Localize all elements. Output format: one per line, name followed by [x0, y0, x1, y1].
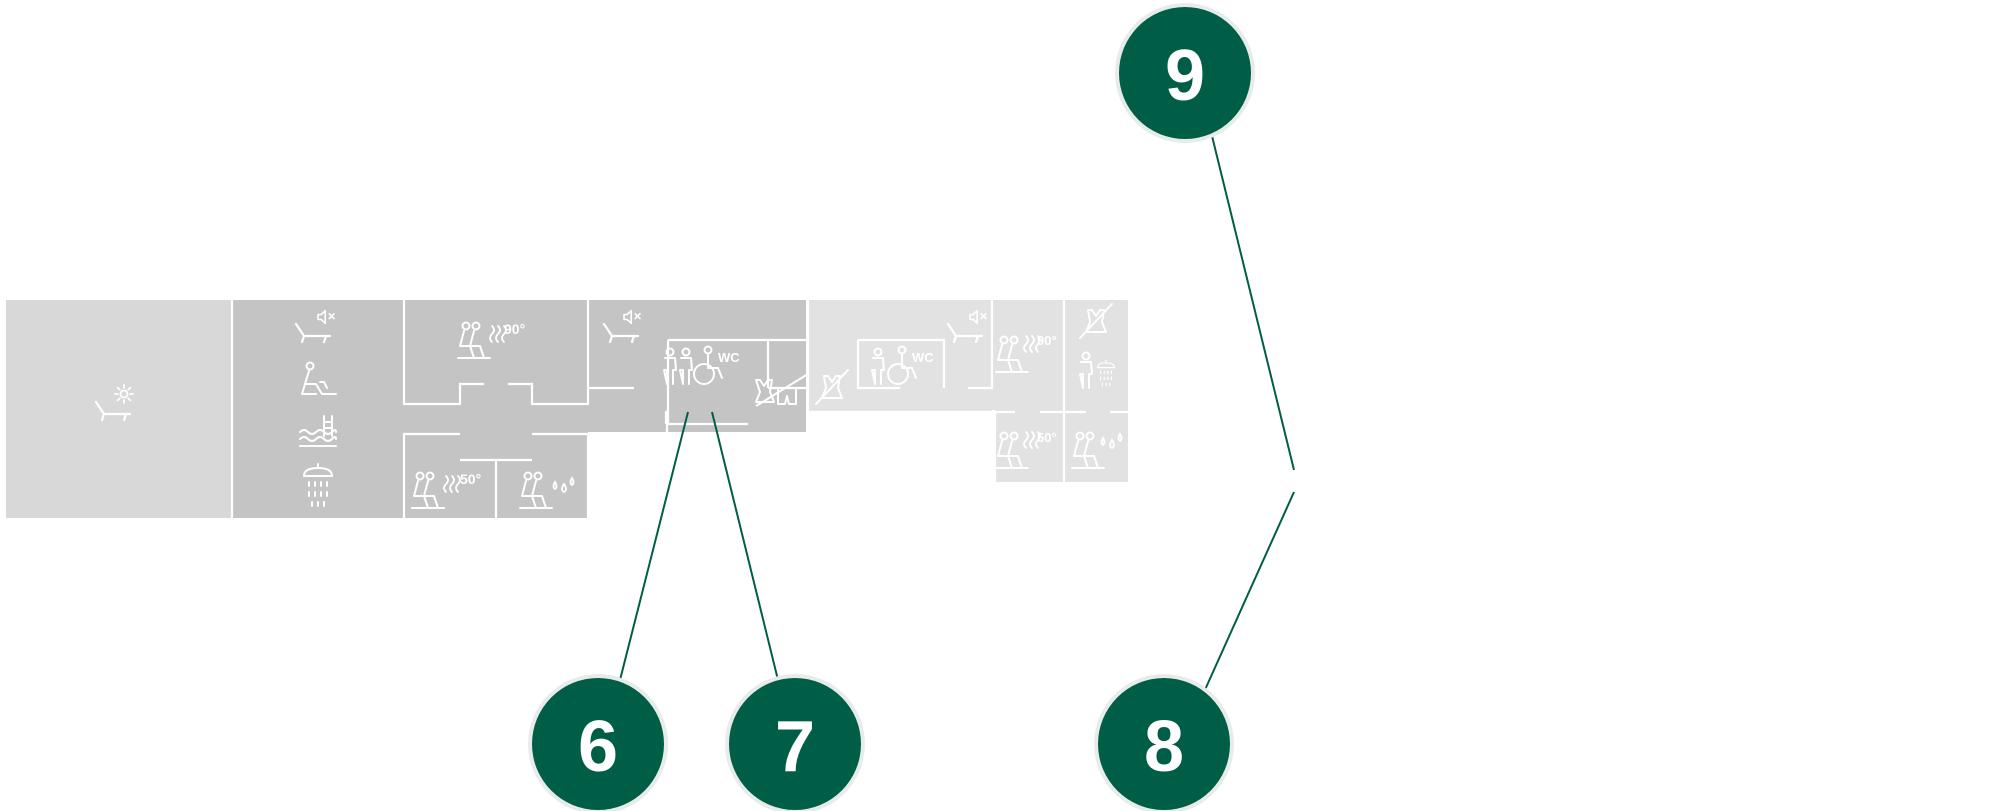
location-marker-6[interactable]: 6 — [528, 674, 668, 811]
no-swimwear-slash — [755, 373, 809, 407]
location-marker-8[interactable]: 8 — [1094, 674, 1234, 811]
outdoor-lounge-zone — [6, 300, 232, 518]
marker-label-6: 6 — [578, 707, 618, 787]
interior-walls — [230, 300, 1128, 518]
marker-label-7: 7 — [775, 707, 815, 787]
wc-main-label: WC — [718, 350, 740, 365]
sauna-50-annex-label: 50° — [1037, 430, 1057, 445]
location-marker-7[interactable]: 7 — [725, 674, 865, 811]
marker-label-8: 8 — [1144, 707, 1184, 787]
leader-line-9 — [1211, 135, 1295, 471]
leader-line-7 — [711, 411, 779, 681]
leader-line-6 — [619, 411, 689, 681]
sauna-90-main-label: 90° — [504, 321, 525, 337]
sauna-50-main-label: 50° — [460, 471, 481, 487]
sauna-90-annex-label: 90° — [1037, 333, 1057, 348]
wc-annex-label: WC — [912, 350, 934, 365]
marker-label-9: 9 — [1165, 36, 1205, 116]
leader-lines — [619, 135, 1295, 693]
location-marker-9[interactable]: 9 — [1115, 3, 1255, 143]
leader-line-8 — [1203, 491, 1295, 693]
annex-zone — [808, 300, 1128, 482]
